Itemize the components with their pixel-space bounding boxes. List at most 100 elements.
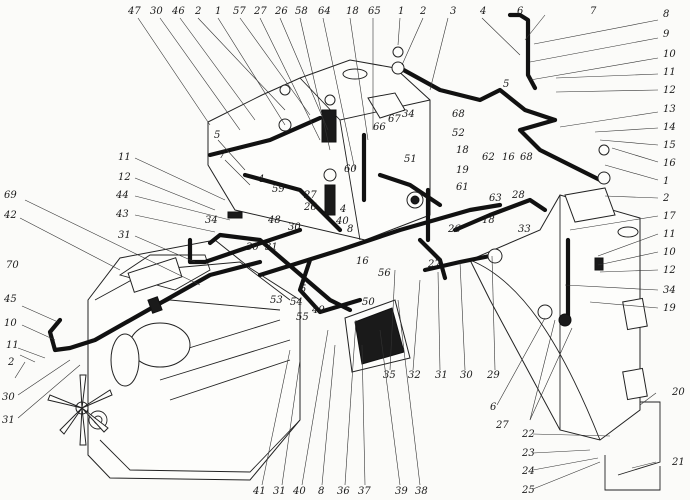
callout-31: 31 — [118, 230, 131, 241]
callout-28: 28 — [511, 190, 525, 201]
callout-24: 24 — [521, 466, 535, 477]
callout-17: 17 — [663, 211, 676, 222]
callout-53: 53 — [270, 295, 283, 306]
callout-26: 26 — [303, 202, 317, 213]
callout-63: 63 — [489, 193, 502, 204]
callout-65: 65 — [368, 6, 381, 17]
callout-29: 29 — [486, 370, 500, 381]
callout-68: 68 — [520, 152, 533, 163]
callout-11: 11 — [118, 152, 131, 163]
callout-3: 3 — [450, 6, 456, 17]
callout-54: 54 — [290, 297, 303, 308]
callout-34: 34 — [205, 215, 218, 226]
callout-30: 30 — [246, 242, 259, 253]
callout-5: 5 — [214, 130, 220, 141]
callout-56: 56 — [378, 268, 391, 279]
callout-57: 57 — [233, 6, 246, 17]
callout-6: 6 — [517, 6, 524, 17]
callout-12: 12 — [663, 85, 676, 96]
callout-70: 70 — [6, 260, 19, 271]
callout-62: 62 — [482, 152, 495, 163]
callout-41: 41 — [252, 486, 266, 497]
callout-44: 44 — [115, 190, 129, 201]
callout-55: 55 — [296, 312, 309, 323]
callout-8: 8 — [318, 486, 324, 497]
callout-18: 18 — [346, 6, 359, 17]
callout-36: 36 — [337, 486, 350, 497]
callout-48: 48 — [267, 215, 281, 226]
callout-18: 18 — [482, 215, 495, 226]
callout-14: 14 — [663, 122, 676, 133]
callout-10: 10 — [663, 49, 676, 60]
callout-35: 35 — [383, 370, 396, 381]
callout-15: 15 — [663, 140, 676, 151]
fittings — [147, 46, 611, 327]
callout-34: 34 — [663, 285, 676, 296]
callout-27: 27 — [495, 420, 509, 431]
callout-31: 31 — [435, 370, 448, 381]
callout-19: 19 — [456, 165, 469, 176]
callout-1: 1 — [215, 6, 221, 17]
callout-8: 8 — [663, 9, 669, 20]
callout-1: 1 — [663, 176, 669, 187]
callout-52: 52 — [452, 128, 465, 139]
callout-6: 6 — [490, 402, 497, 413]
callout-4: 4 — [339, 204, 346, 215]
callout-10: 10 — [663, 247, 676, 258]
callout-27: 27 — [253, 6, 267, 17]
callout-30: 30 — [150, 6, 163, 17]
callout-67: 67 — [388, 114, 401, 125]
engine-block — [87, 239, 301, 481]
callout-50: 50 — [362, 297, 375, 308]
callout-51: 51 — [404, 154, 417, 165]
fan-icon — [47, 374, 113, 446]
callout-30: 30 — [288, 222, 301, 233]
callout-46: 46 — [171, 6, 185, 17]
callout-13: 13 — [663, 104, 676, 115]
callout-7: 7 — [219, 150, 226, 161]
callout-27: 27 — [427, 259, 441, 270]
fuel-pipes — [47, 12, 603, 353]
callout-58: 58 — [295, 6, 308, 17]
callout-16: 16 — [356, 256, 369, 267]
callout-30: 30 — [460, 370, 473, 381]
callout-23: 23 — [521, 448, 535, 459]
callout-68: 68 — [452, 109, 465, 120]
callout-30: 30 — [2, 392, 15, 403]
callout-37: 37 — [358, 486, 371, 497]
callout-60: 60 — [344, 164, 357, 175]
callout-labels: 47 30 46 2 1 57 27 26 58 64 18 65 1 2 3 … — [2, 6, 685, 497]
callout-11: 11 — [663, 229, 676, 240]
callout-2: 2 — [662, 193, 669, 204]
callout-25: 25 — [521, 485, 535, 496]
callout-34: 34 — [402, 109, 415, 120]
callout-12: 12 — [118, 172, 131, 183]
callout-4: 4 — [257, 174, 264, 185]
callout-5: 5 — [300, 284, 306, 295]
callout-16: 16 — [502, 152, 515, 163]
callout-21: 21 — [671, 457, 685, 468]
callout-39: 39 — [395, 486, 408, 497]
callout-4: 4 — [479, 6, 486, 17]
callout-40: 40 — [292, 486, 306, 497]
callout-43: 43 — [115, 209, 129, 220]
callout-64: 64 — [318, 6, 331, 17]
callout-31: 31 — [2, 415, 15, 426]
callout-26: 26 — [447, 224, 461, 235]
callout-59: 59 — [272, 184, 285, 195]
callout-27: 27 — [303, 190, 317, 201]
callout-38: 38 — [415, 486, 428, 497]
callout-2: 2 — [194, 6, 201, 17]
callout-66: 66 — [373, 122, 386, 133]
callout-1: 1 — [398, 6, 404, 17]
callout-7: 7 — [590, 6, 597, 17]
callout-18: 18 — [456, 145, 469, 156]
callout-61: 61 — [456, 182, 469, 193]
callout-22: 22 — [521, 429, 535, 440]
callout-16: 16 — [663, 158, 676, 169]
callout-32: 32 — [408, 370, 421, 381]
callout-49: 49 — [311, 305, 325, 316]
callout-69: 69 — [4, 190, 17, 201]
